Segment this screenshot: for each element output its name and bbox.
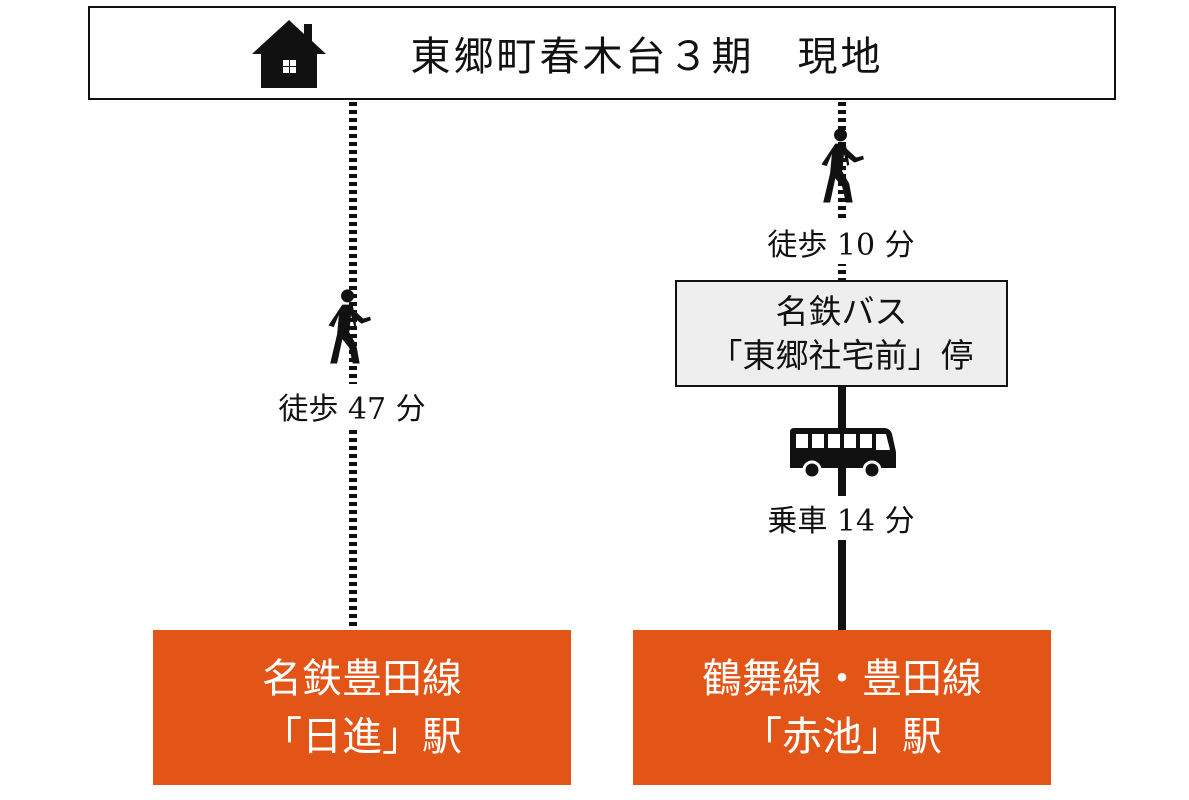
left-station-line: 名鉄豊田線	[262, 655, 462, 702]
bus-stop-operator: 名鉄バス	[775, 291, 908, 331]
left-walk-path	[349, 102, 357, 630]
bus-ride-time: 乗車 14 分	[765, 496, 917, 540]
bus-stop-name: 「東郷社宅前」停	[709, 335, 974, 375]
left-station-box: 名鉄豊田線 「日進」駅	[153, 630, 571, 785]
destination-title: 東郷町春木台３期 現地	[410, 34, 884, 80]
right-walk-path	[838, 102, 846, 280]
right-station-name: 「赤池」駅	[742, 713, 942, 760]
walking-person-icon	[328, 289, 371, 364]
walking-person-icon	[821, 128, 864, 203]
right-walk-time: 徒歩 10 分	[765, 220, 917, 264]
right-station-box: 鶴舞線・豊田線 「赤池」駅	[633, 630, 1051, 785]
right-station-line: 鶴舞線・豊田線	[702, 655, 982, 702]
left-station-name: 「日進」駅	[262, 713, 462, 760]
house-icon	[252, 20, 326, 88]
bus-stop-box: 名鉄バス 「東郷社宅前」停	[675, 280, 1008, 387]
destination-box: 東郷町春木台３期 現地	[88, 6, 1116, 100]
left-walk-time: 徒歩 47 分	[276, 384, 428, 428]
bus-icon	[790, 428, 896, 480]
